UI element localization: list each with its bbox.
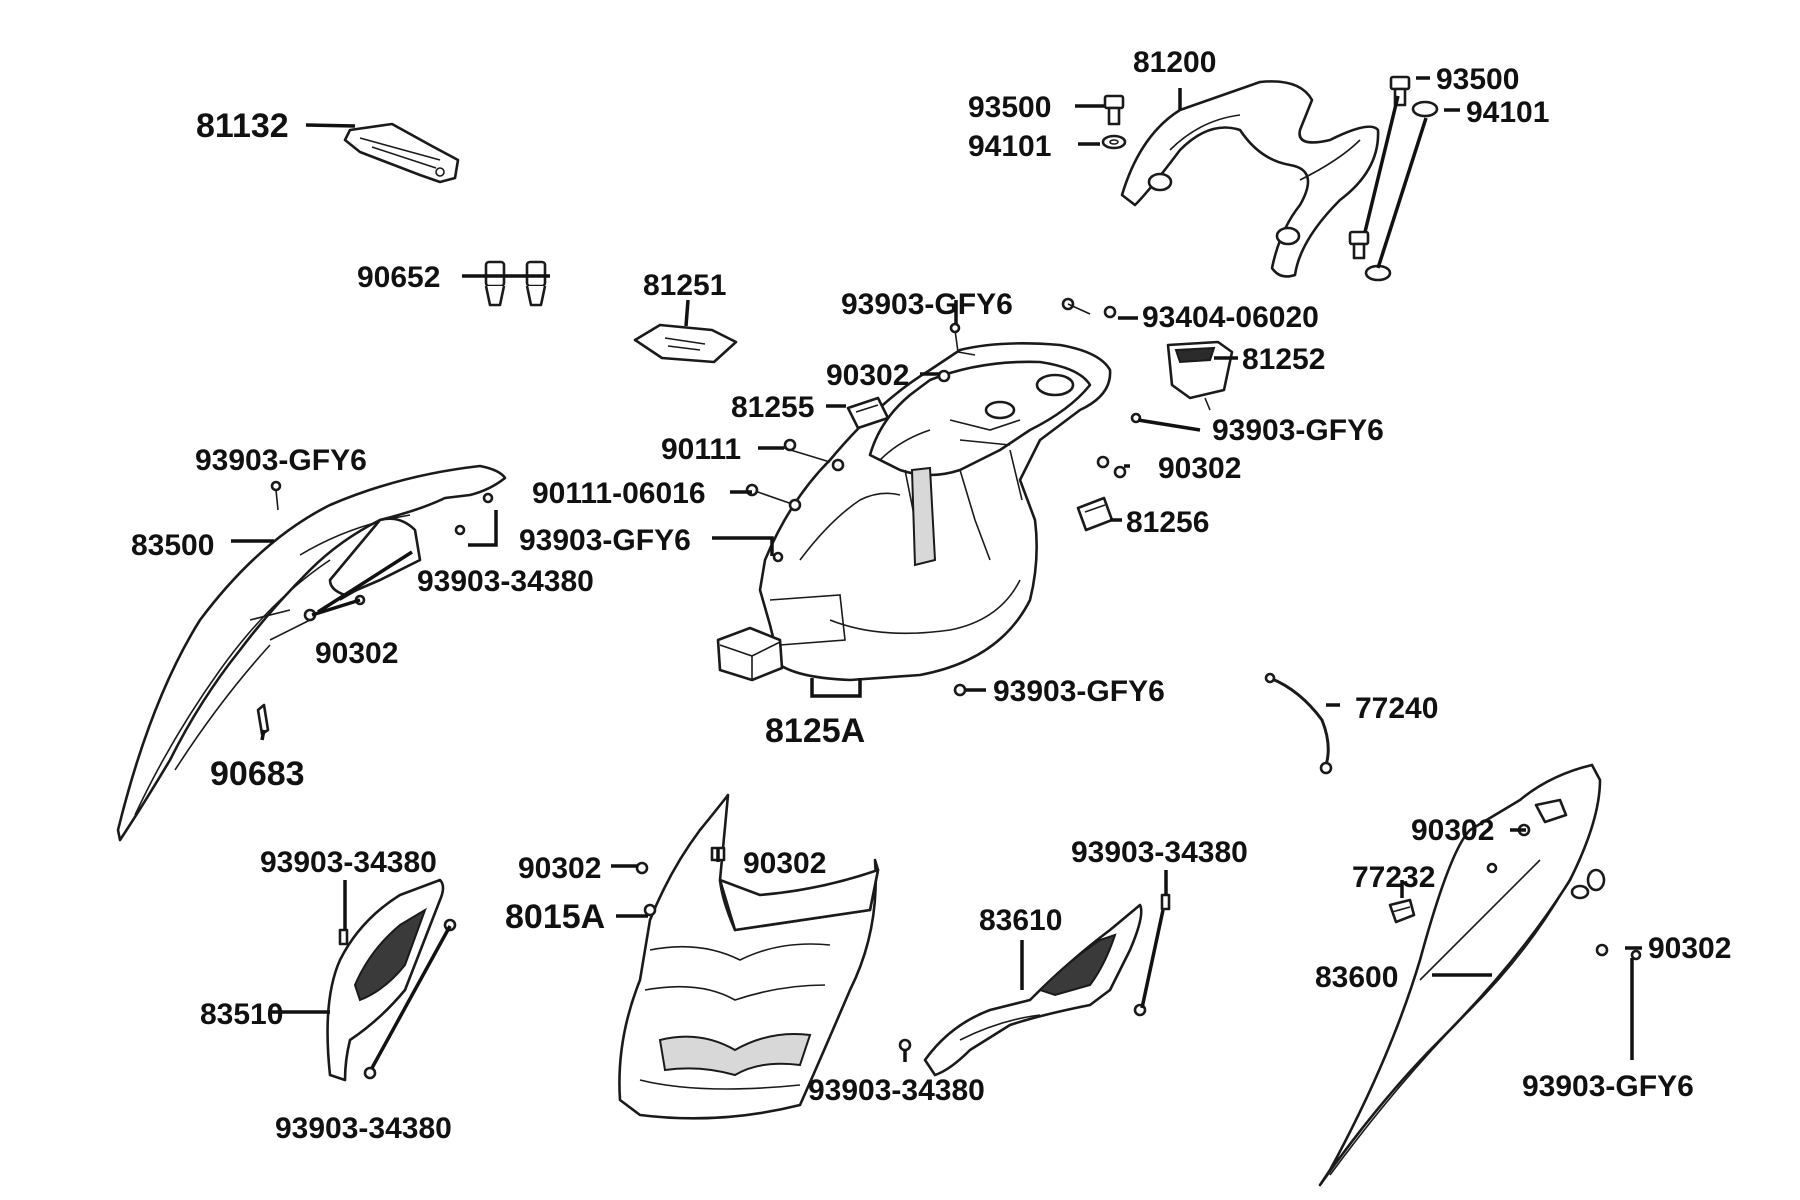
- label-94101-left: 94101: [968, 130, 1051, 163]
- screw-icon: [1348, 75, 1411, 260]
- label-81256: 81256: [1126, 506, 1209, 539]
- part-81255: [846, 396, 890, 430]
- label-8015A: 8015A: [505, 898, 605, 936]
- label-90302-box-left: 90302: [826, 359, 909, 392]
- screw-icon: [1486, 823, 1642, 961]
- label-93903-gfy6-box-right: 93903-GFY6: [1212, 414, 1384, 447]
- screw-icon: [338, 918, 457, 1080]
- screw-icon: [256, 480, 494, 736]
- label-81252: 81252: [1242, 343, 1325, 376]
- label-93903-gfy6-box-bottom: 93903-GFY6: [993, 675, 1165, 708]
- screw-icon: [745, 322, 1142, 697]
- screw-icon: [1061, 297, 1117, 319]
- part-77240-cable: [1264, 672, 1333, 775]
- washer-icon: [1101, 134, 1127, 150]
- label-8125A: 8125A: [765, 712, 865, 750]
- part-81256: [1076, 496, 1114, 532]
- label-90111-06016: 90111-06016: [532, 477, 706, 510]
- label-90111: 90111: [661, 433, 741, 466]
- part-81132: [343, 122, 460, 184]
- label-90302-right-cover-top: 90302: [1411, 814, 1494, 847]
- label-90302-right-cover-side: 90302: [1648, 932, 1731, 965]
- part-81200-grab-rail: [1120, 80, 1380, 278]
- label-93903-34380-83610-top: 93903-34380: [1071, 836, 1248, 869]
- part-81252: [1166, 340, 1234, 411]
- label-93903-gfy6-top: 93903-GFY6: [841, 288, 1013, 321]
- label-81200: 81200: [1133, 46, 1216, 79]
- label-90302-left-cover: 90302: [315, 637, 398, 670]
- part-81251: [633, 323, 738, 364]
- label-83600: 83600: [1315, 961, 1398, 994]
- label-83500: 83500: [131, 529, 214, 562]
- part-83610: [923, 903, 1143, 1077]
- label-81255: 81255: [731, 391, 814, 424]
- label-90302-front-left: 90302: [518, 852, 601, 885]
- label-93903-gfy6-box-mid: 93903-GFY6: [519, 524, 691, 557]
- label-93903-34380-83510-bottom: 93903-34380: [275, 1112, 452, 1145]
- label-90683: 90683: [210, 755, 305, 793]
- label-81251: 81251: [643, 269, 726, 302]
- part-labels: 81132 90652 81251 81200 93500 94101 9350…: [131, 46, 1731, 1145]
- part-8015A-front-cover: [618, 793, 880, 1120]
- label-83510: 83510: [200, 998, 283, 1031]
- leader-lines: [231, 76, 1642, 1069]
- part-83500-left-cover: [116, 464, 507, 842]
- label-93500-left: 93500: [968, 91, 1051, 124]
- label-93903-34380-83610-bottom: 93903-34380: [808, 1074, 985, 1107]
- label-90302-front-right: 90302: [743, 847, 826, 880]
- label-81132: 81132: [196, 107, 289, 145]
- label-83610: 83610: [979, 904, 1062, 937]
- label-93903-gfy6-left-cover: 93903-GFY6: [195, 444, 367, 477]
- label-90302-box-right: 90302: [1158, 452, 1241, 485]
- part-8125A: [716, 626, 784, 682]
- label-93903-gfy6-right-cover: 93903-GFY6: [1522, 1070, 1694, 1103]
- label-93500-right: 93500: [1436, 63, 1519, 96]
- part-luggage-box: [758, 342, 1112, 682]
- screw-icon: [1103, 94, 1125, 126]
- part-83510: [326, 878, 445, 1082]
- label-93903-34380-83510-top: 93903-34380: [260, 846, 437, 879]
- label-77232: 77232: [1352, 861, 1435, 894]
- part-90652-clips: [484, 260, 547, 307]
- label-94101-right: 94101: [1466, 96, 1549, 129]
- label-93903-34380-left-cover: 93903-34380: [417, 565, 594, 598]
- label-93404-06020: 93404-06020: [1142, 301, 1319, 334]
- label-77240: 77240: [1355, 692, 1438, 725]
- label-90652: 90652: [357, 261, 440, 294]
- clip-icon: [1388, 898, 1416, 924]
